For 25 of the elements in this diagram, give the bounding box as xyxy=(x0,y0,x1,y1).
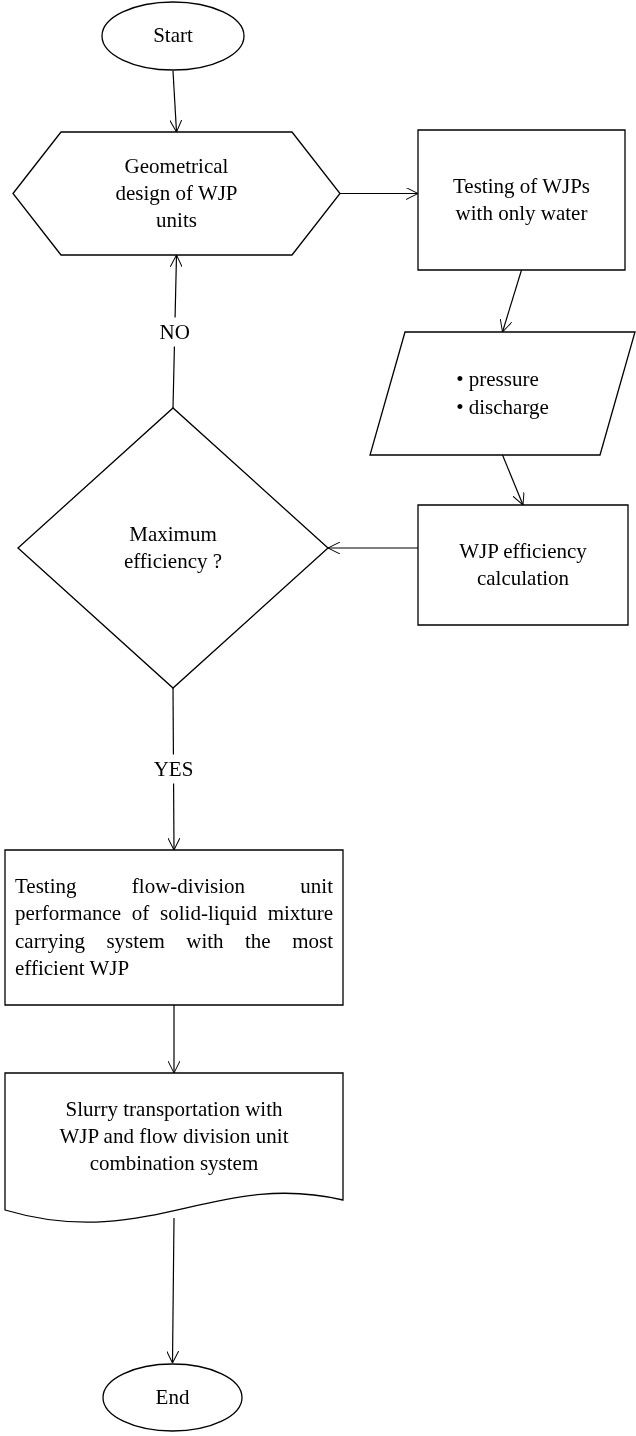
arrow xyxy=(499,269,523,333)
node-text: Testing of WJPs with only water xyxy=(452,172,591,227)
node-text: Maximum efficiency ? xyxy=(122,520,224,575)
process-box xyxy=(418,130,625,270)
arrow xyxy=(327,541,419,555)
start-terminal xyxy=(101,1,245,71)
node-text: Slurry transportation with WJP and flow division unit combination system xyxy=(58,1095,290,1178)
arrow xyxy=(501,454,525,506)
arrow xyxy=(166,1217,180,1364)
decision-diamond xyxy=(18,408,328,688)
process-box xyxy=(418,505,628,625)
node-text: Testing flow-division unit performance of solid-liquid mixture carrying system with the most efficient WJP xyxy=(15,872,333,982)
preparation-hexagon xyxy=(13,132,340,255)
bullet-item: • discharge xyxy=(456,393,549,421)
data-parallelogram xyxy=(370,332,635,455)
end-terminal xyxy=(102,1363,243,1432)
bullet-item: • pressure xyxy=(456,366,540,394)
process-box xyxy=(5,850,343,1005)
arrow xyxy=(169,70,183,133)
node-text: WJP efficiency calculation xyxy=(458,537,588,592)
arrow xyxy=(167,1004,181,1074)
node-text: Geometrical design of WJP units xyxy=(115,152,238,235)
node-text: Start xyxy=(153,22,193,50)
arrow xyxy=(339,187,419,200)
node-text: End xyxy=(155,1383,190,1411)
